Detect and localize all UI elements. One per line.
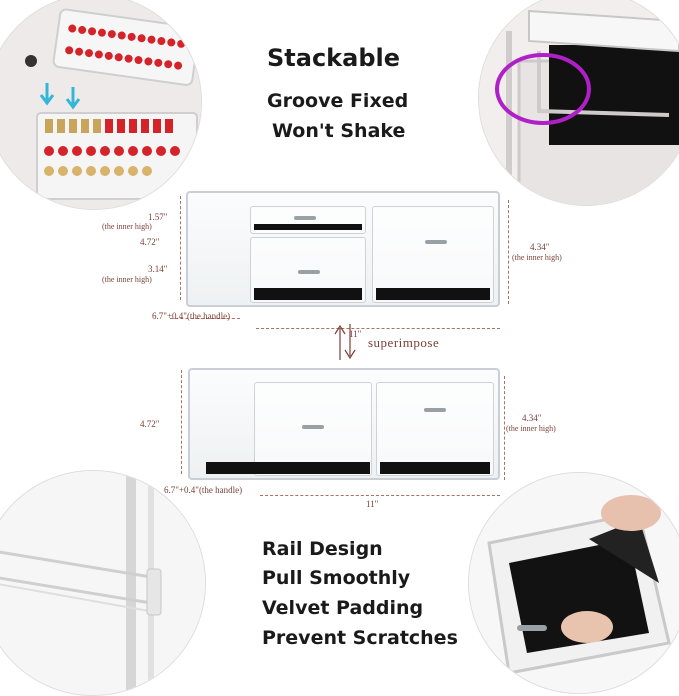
upper-width-guide: [256, 328, 500, 329]
hand-top-icon: [601, 495, 661, 531]
lower-velvet-right: [380, 462, 490, 474]
lower-velvet-left: [206, 462, 370, 474]
upper-right-height: 4.34": [530, 242, 550, 252]
lower-left-drawer: [254, 382, 372, 476]
upper-right-drawer: [372, 206, 494, 303]
lower-depth-note: (the handle): [198, 485, 243, 495]
upper-height-guide: [180, 196, 181, 300]
upper-velvet-right: [376, 288, 490, 300]
rail-closeup-photo: [0, 470, 206, 696]
lower-depth: 6.7"+0.4"(the handle): [164, 485, 243, 496]
groove-closeup-photo: [478, 0, 679, 206]
lower-height-guide: [181, 370, 182, 474]
upper-width: 11": [349, 329, 362, 339]
lower-width-guide: [260, 495, 500, 496]
lower-right-height: 4.34": [522, 413, 542, 423]
headline-groove-fixed: Groove Fixed: [267, 90, 409, 112]
headline-pull-smoothly: Pull Smoothly: [262, 567, 411, 589]
headline-velvet-padding: Velvet Padding: [262, 597, 424, 619]
lower-right-note: (the inner high): [506, 424, 556, 433]
upper-total-height: 4.72": [140, 237, 160, 247]
upper-bottom-drawer-note: (the inner high): [102, 275, 152, 284]
lower-depth-value: 6.7"+0.4": [164, 485, 199, 495]
headline-stackable: Stackable: [267, 44, 401, 72]
lower-width: 11": [366, 499, 379, 509]
upper-depth-guide: [170, 318, 240, 319]
highlight-ring-icon: [495, 53, 591, 125]
headline-prevent-scratches: Prevent Scratches: [262, 627, 458, 649]
upper-knob-bottom-left: [298, 270, 320, 274]
lower-total-height: 4.72": [140, 419, 160, 429]
velvet-drawer-illustration: [469, 473, 679, 693]
superimpose-arrows-icon: [334, 324, 356, 360]
headline-rail-design: Rail Design: [262, 538, 383, 560]
upper-bottom-drawer-height: 3.14": [148, 264, 168, 274]
velvet-drawer-photo: [468, 472, 679, 694]
lipstick-stack-photo: [0, 0, 202, 210]
upper-depth-note: (the handle): [186, 311, 231, 321]
lipstick-stack-illustration: [0, 0, 201, 209]
upper-velvet-left: [254, 288, 362, 300]
superimpose-label: superimpose: [368, 335, 440, 350]
upper-top-drawer-height: 1.57": [148, 212, 168, 222]
lower-right-drawer: [376, 382, 494, 476]
headline-wont-shake: Won't Shake: [272, 120, 406, 142]
upper-depth: 6.7"+0.4"(the handle): [152, 311, 231, 322]
hand-bottom-icon: [561, 611, 613, 643]
lower-knob-left: [302, 425, 324, 429]
upper-depth-value: 6.7"+0.4": [152, 311, 187, 321]
upper-right-height-guide: [508, 200, 509, 304]
upper-right-note: (the inner high): [512, 253, 562, 262]
upper-knob-right: [425, 240, 447, 244]
upper-velvet-top: [254, 224, 362, 230]
lower-right-height-guide: [504, 376, 505, 480]
lower-knob-right: [424, 408, 446, 412]
upper-top-drawer-note: (the inner high): [102, 222, 152, 231]
groove-closeup-illustration: [479, 0, 679, 205]
upper-knob-top-left: [294, 216, 316, 220]
rail-closeup-illustration: [0, 471, 205, 695]
